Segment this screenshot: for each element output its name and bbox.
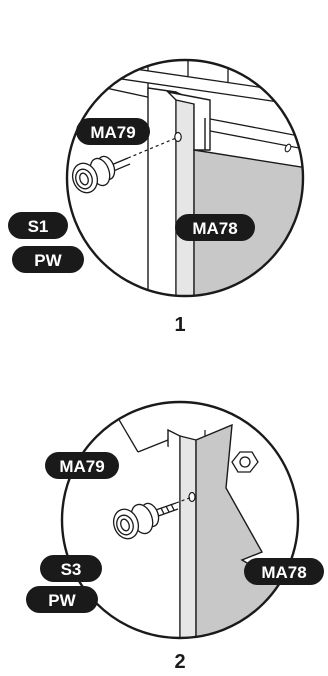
callout-s1: S1 — [8, 212, 68, 239]
label-ma78: MA78 — [192, 219, 237, 238]
callout-pw-step2: PW — [26, 586, 98, 613]
step-1-detail: MA79 S1 PW MA78 1 — [8, 58, 305, 336]
label-s1: S1 — [28, 217, 49, 236]
callout-pw-step1: PW — [12, 246, 84, 273]
step-2-detail: MA79 S3 PW MA78 2 — [26, 400, 324, 673]
screw-s3-part — [112, 502, 179, 540]
detail-circle-1 — [65, 58, 305, 298]
hex-nut-part — [231, 451, 259, 473]
label-ma79-2: MA79 — [59, 457, 104, 476]
callout-ma78-step2: MA78 — [244, 558, 324, 585]
detail-circle-2 — [60, 400, 300, 640]
screw-s1-part — [71, 155, 131, 194]
step-number-1: 1 — [174, 314, 185, 336]
bracket-ma79-part — [147, 87, 211, 296]
label-pw: PW — [34, 251, 62, 270]
label-pw-2: PW — [48, 591, 76, 610]
label-ma79: MA79 — [90, 123, 135, 142]
label-ma78-2: MA78 — [261, 563, 306, 582]
step-1-artwork — [67, 60, 303, 296]
step-number-2: 2 — [174, 651, 185, 673]
label-s3: S3 — [61, 560, 82, 579]
callout-ma78-step1: MA78 — [175, 214, 255, 241]
step-2-artwork — [62, 402, 298, 638]
callout-ma79-step1: MA79 — [76, 118, 150, 145]
callout-ma79-step2: MA79 — [45, 452, 119, 479]
callout-s3: S3 — [40, 555, 102, 582]
